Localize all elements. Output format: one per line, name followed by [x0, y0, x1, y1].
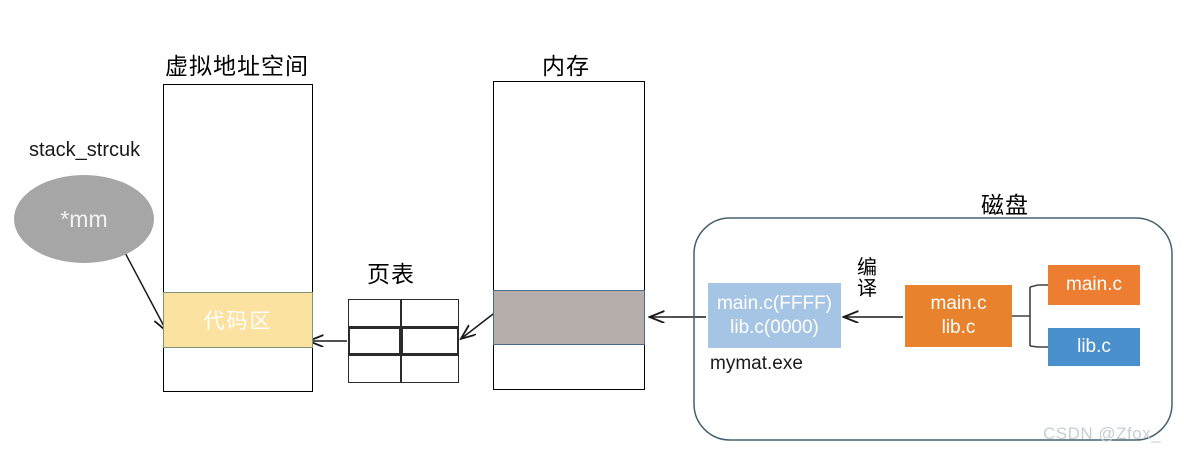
compile-label-line1: 编	[857, 257, 877, 279]
source-bundle-line2: lib.c	[941, 317, 976, 338]
page-table-cell	[401, 327, 459, 355]
page-table-cell	[348, 299, 401, 327]
code-region-block: 代码区	[163, 292, 313, 348]
source-bundle-box: main.c lib.c	[905, 285, 1012, 347]
arrow-memory-to-pagetable	[462, 310, 498, 338]
source-file-lib-c-label: lib.c	[1077, 336, 1111, 358]
disk-title: 磁盘	[981, 192, 1029, 218]
arrow-mm-to-code	[121, 246, 166, 330]
executable-box: main.c(FFFF) lib.c(0000)	[708, 283, 841, 348]
page-table-cell	[401, 299, 459, 327]
bracket-sources	[1012, 284, 1048, 348]
executable-name-label: mymat.exe	[710, 353, 803, 374]
memory-title: 内存	[542, 53, 590, 79]
stack-struct-label: stack_strcuk	[29, 139, 141, 161]
executable-line1: main.c(FFFF)	[716, 292, 833, 314]
mm-pointer-label: *mm	[60, 205, 108, 232]
code-region-label: 代码区	[203, 310, 273, 333]
virtual-address-space-title: 虚拟地址空间	[165, 53, 309, 79]
source-file-lib-c: lib.c	[1048, 328, 1140, 366]
source-bundle-line1: main.c	[930, 293, 987, 315]
source-file-main-c-label: main.c	[1066, 274, 1122, 296]
source-file-main-c: main.c	[1048, 265, 1140, 305]
compile-label-line2: 译	[857, 278, 877, 300]
page-table-cell	[401, 355, 459, 383]
watermark: CSDN @Zfox_	[1043, 424, 1162, 443]
compile-label: 编 译	[855, 258, 879, 300]
mm-ellipse: *mm	[14, 175, 154, 263]
page-table-cell	[348, 327, 401, 355]
page-table-cell	[348, 355, 401, 383]
page-table-title: 页表	[367, 261, 415, 287]
memory-loaded-region	[493, 290, 645, 345]
executable-line2: lib.c(0000)	[730, 316, 819, 338]
